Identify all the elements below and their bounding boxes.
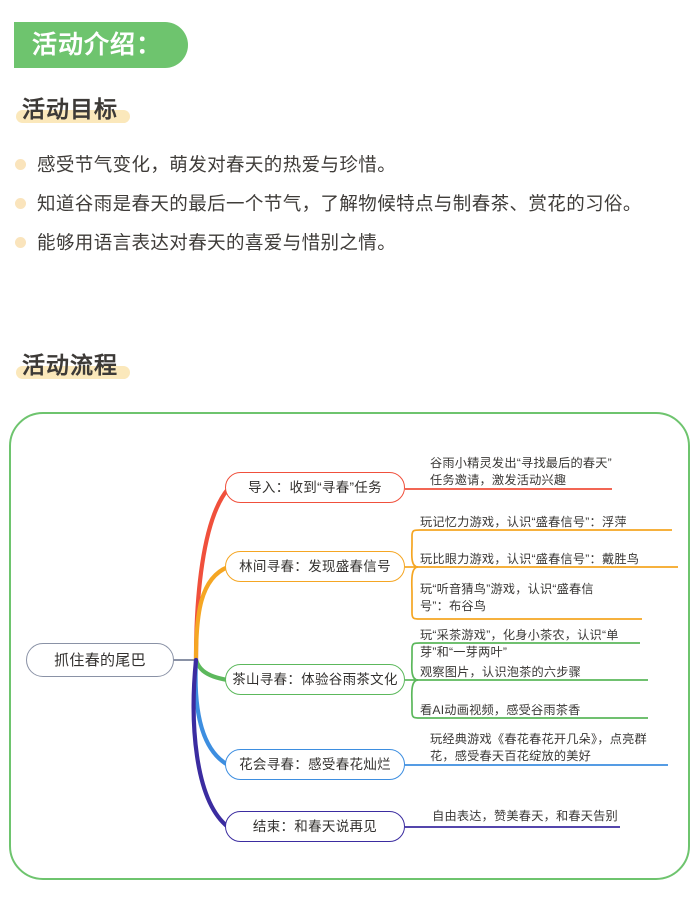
mindmap-leaf[interactable]: 玩记忆力游戏，认识“盛春信号”：浮萍 (420, 514, 672, 533)
mindmap-branch-node-4[interactable]: 花会寻春：感受春花灿烂 (225, 749, 405, 780)
mindmap-leaf-text: 玩“采茶游戏”，化身小茶农，认识“单芽”和“一芽两叶” (420, 628, 619, 660)
mindmap-leaf[interactable]: 自由表达，赞美春天，和春天告别 (430, 808, 620, 827)
bullet-dot-icon (15, 236, 26, 248)
mindmap-leaf-text: 玩经典游戏《春花春花开几朵》，点亮群花，感受春天百花绽放的美好 (430, 732, 647, 764)
mindmap-branch-node-3[interactable]: 茶山寻春：体验谷雨茶文化 (225, 664, 405, 695)
mindmap-leaf[interactable]: 谷雨小精灵发出“寻找最后的春天”任务邀请，激发活动兴趣 (430, 455, 612, 492)
list-item: 知道谷雨是春天的最后一个节气，了解物候特点与制春茶、赏花的习俗。 (10, 189, 682, 219)
flow-heading-highlight (16, 365, 130, 379)
mindmap-leaf-text: 谷雨小精灵发出“寻找最后的春天”任务邀请，激发活动兴趣 (430, 456, 612, 488)
mindmap-root-node[interactable]: 抓住春的尾巴 (26, 643, 174, 677)
mindmap-leaf[interactable]: 看AI动画视频，感受谷雨茶香 (420, 702, 648, 721)
mindmap-branch-label: 结束：和春天说再见 (252, 818, 378, 834)
goal-list: 感受节气变化，萌发对春天的热爱与珍惜。 知道谷雨是春天的最后一个节气，了解物候特… (10, 150, 682, 267)
goal-text: 能够用语言表达对春天的喜爱与惜别之情。 (37, 231, 397, 253)
goal-heading: 活动目标 (16, 96, 130, 124)
goal-heading-text: 活动目标 (22, 96, 118, 122)
mindmap-branch-label: 林间寻春：发现盛春信号 (239, 558, 391, 574)
mindmap-frame (9, 412, 690, 880)
goal-text: 知道谷雨是春天的最后一个节气，了解物候特点与制春茶、赏花的习俗。 (37, 192, 642, 214)
mindmap-leaf[interactable]: 玩“采茶游戏”，化身小茶农，认识“单芽”和“一芽两叶” (420, 627, 620, 664)
mindmap-leaf-text: 玩“听音猜鸟”游戏，认识“盛春信号”：布谷鸟 (420, 582, 594, 614)
mindmap-branch-label: 茶山寻春：体验谷雨茶文化 (232, 671, 398, 687)
flow-heading-text: 活动流程 (22, 352, 118, 378)
list-item: 感受节气变化，萌发对春天的热爱与珍惜。 (10, 150, 682, 180)
mindmap-root-label: 抓住春的尾巴 (54, 651, 146, 669)
mindmap-leaf-text: 自由表达，赞美春天，和春天告别 (432, 809, 618, 823)
list-item: 能够用语言表达对春天的喜爱与惜别之情。 (10, 228, 682, 258)
mindmap-branch-node-2[interactable]: 林间寻春：发现盛春信号 (225, 551, 405, 582)
mindmap-branch-label: 导入：收到“寻春”任务 (248, 479, 382, 495)
mindmap-leaf[interactable]: 玩比眼力游戏，认识“盛春信号”：戴胜鸟 (420, 551, 678, 570)
mindmap-leaf[interactable]: 玩“听音猜鸟”游戏，认识“盛春信号”：布谷鸟 (420, 581, 620, 618)
mindmap-branch-node-1[interactable]: 导入：收到“寻春”任务 (225, 472, 405, 503)
mindmap-branch-label: 花会寻春：感受春花灿烂 (239, 756, 391, 772)
bullet-dot-icon (15, 159, 26, 170)
section-badge-label: 活动介绍： (32, 30, 163, 59)
goal-text: 感受节气变化，萌发对春天的热爱与珍惜。 (37, 154, 397, 175)
goal-heading-highlight (16, 109, 130, 123)
mindmap-leaf[interactable]: 玩经典游戏《春花春花开几朵》，点亮群花，感受春天百花绽放的美好 (430, 731, 668, 768)
mindmap-leaf-text: 玩记忆力游戏，认识“盛春信号”：浮萍 (420, 515, 627, 529)
mindmap-leaf-text: 看AI动画视频，感受谷雨茶香 (420, 703, 581, 717)
bullet-dot-icon (15, 197, 26, 209)
flow-heading: 活动流程 (16, 352, 130, 380)
mindmap-branch-node-5[interactable]: 结束：和春天说再见 (225, 811, 405, 842)
mindmap-leaf[interactable]: 观察图片，认识泡茶的六步骤 (420, 664, 648, 683)
section-badge: 活动介绍： (14, 22, 189, 68)
mindmap-leaf-text: 观察图片，认识泡茶的六步骤 (420, 665, 582, 679)
mindmap-leaf-text: 玩比眼力游戏，认识“盛春信号”：戴胜鸟 (420, 552, 640, 566)
